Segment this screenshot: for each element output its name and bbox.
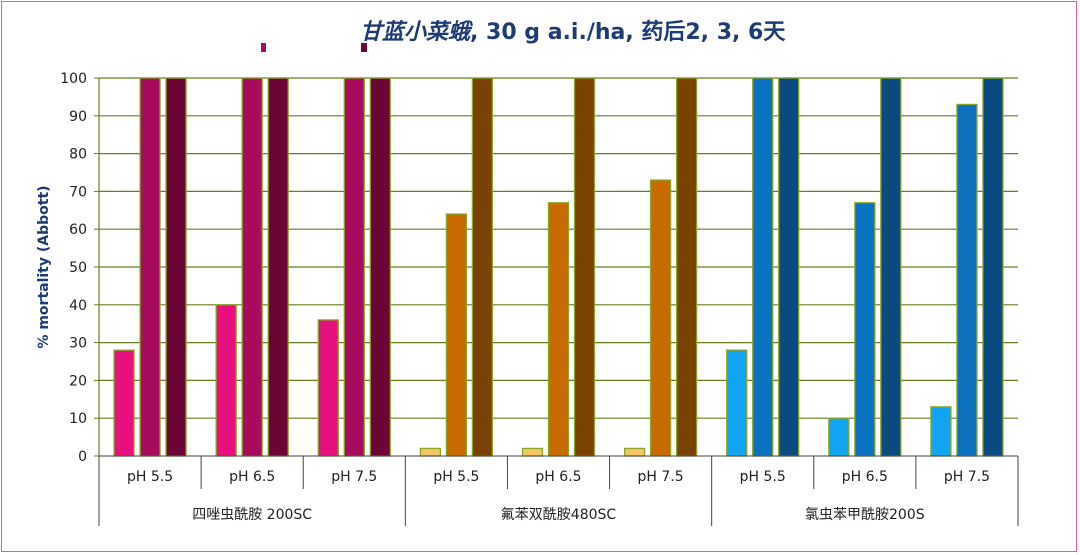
bar — [471, 77, 494, 457]
bar — [649, 179, 672, 457]
x-tick-label: pH 7.5 — [944, 469, 990, 485]
y-tick-label: 80 — [69, 147, 87, 163]
group-label: 氯虫苯甲酰胺200S — [805, 506, 925, 523]
y-tick-label: 10 — [69, 411, 87, 427]
y-axis-label: % mortality (Abbott) — [36, 185, 52, 348]
y-tick-label: 100 — [60, 71, 87, 87]
bar — [752, 77, 774, 457]
bar — [113, 349, 135, 457]
group-label: 四唑虫酰胺 200SC — [192, 507, 312, 523]
bar — [982, 77, 1004, 457]
bar — [165, 77, 187, 457]
chart-title: 甘蓝小菜蛾, 30 g a.i./ha, 药后2, 3, 6天 — [360, 14, 785, 46]
bar — [828, 417, 850, 457]
bar — [369, 77, 391, 457]
y-tick-label: 40 — [69, 298, 87, 314]
bar — [573, 77, 596, 457]
bar — [419, 447, 442, 457]
bar — [521, 447, 544, 457]
y-tick-label: 0 — [78, 449, 87, 465]
bar — [343, 77, 365, 457]
chart-title-italic: 甘蓝小菜蛾 — [360, 20, 471, 45]
x-tick-label: pH 5.5 — [433, 469, 479, 485]
bar — [930, 406, 952, 457]
y-tick-label: 70 — [69, 184, 87, 200]
bar — [317, 319, 339, 457]
group-label: 氟苯双酰胺480SC — [501, 506, 617, 523]
bar — [675, 77, 698, 457]
y-tick-label: 50 — [69, 260, 87, 276]
bar — [139, 77, 161, 457]
bar — [241, 77, 263, 457]
x-tick-label: pH 5.5 — [740, 469, 786, 485]
bar — [267, 77, 289, 457]
x-tick-label: pH 6.5 — [842, 469, 888, 485]
bar — [445, 213, 468, 457]
bar — [547, 202, 570, 457]
bar — [956, 103, 978, 457]
y-tick-label: 20 — [69, 373, 87, 389]
bar — [778, 77, 800, 457]
x-tick-label: pH 7.5 — [331, 469, 377, 485]
bar — [623, 447, 646, 457]
x-tick-label: pH 6.5 — [229, 469, 275, 485]
x-tick-label: pH 5.5 — [127, 469, 173, 485]
y-tick-label: 30 — [69, 336, 87, 352]
chart-title-rest: , 30 g a.i./ha, 药后2, 3, 6天 — [470, 20, 786, 45]
bar — [880, 77, 902, 457]
y-tick-label: 90 — [69, 109, 87, 125]
bar — [726, 349, 748, 457]
legend-mark — [261, 43, 266, 52]
legend-mark — [361, 43, 367, 52]
x-tick-label: pH 7.5 — [638, 469, 684, 485]
bar — [854, 202, 876, 457]
bar — [215, 304, 237, 457]
y-tick-label: 60 — [69, 222, 87, 238]
x-tick-label: pH 6.5 — [535, 469, 581, 485]
